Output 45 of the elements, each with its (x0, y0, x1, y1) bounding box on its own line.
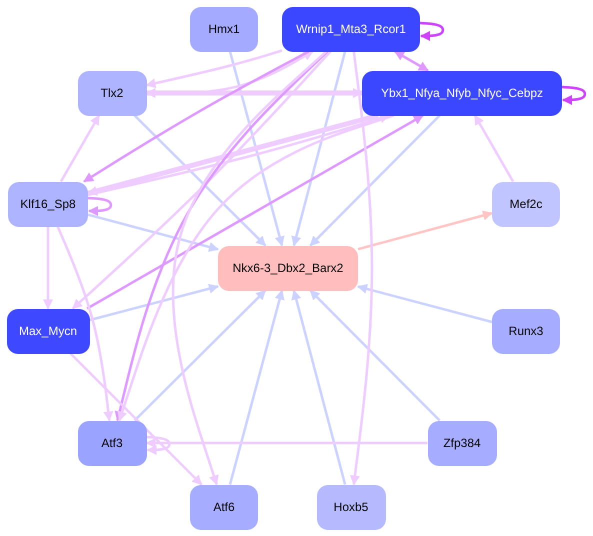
arrow (358, 210, 493, 250)
arrow (83, 50, 310, 183)
arrow (114, 50, 328, 422)
arrow (228, 290, 284, 485)
arrow (89, 284, 219, 322)
gene-box: Klf16_Sp8 (8, 182, 88, 226)
self-loop-arrow (562, 86, 586, 105)
gene-box: Runx3 (492, 308, 560, 354)
arrow (60, 114, 100, 182)
gene-box: Tlx2 (78, 70, 146, 116)
arrow (394, 50, 429, 72)
gene-box: Nkx6-3_Dbx2_Barx2 (218, 246, 358, 290)
self-loop-arrow (420, 22, 444, 41)
arrow (117, 114, 394, 422)
gene-box: Wrnip1_Mta3_Rcor1 (282, 6, 420, 52)
gene-box: Hmx1 (190, 6, 258, 52)
self-loop-arrow (146, 436, 171, 455)
arrow (134, 290, 266, 422)
arrow (291, 290, 346, 485)
arrow (146, 88, 363, 98)
gene-box: Max_Mycn (6, 308, 90, 354)
arrow (309, 290, 441, 422)
arrow (474, 114, 514, 182)
arrow (134, 114, 266, 246)
arrow (72, 50, 332, 310)
gene-box: Zfp384 (428, 420, 496, 466)
arrow (350, 51, 374, 486)
arrow (309, 114, 441, 246)
arrow (70, 352, 202, 486)
arrow (88, 213, 219, 252)
gene-box: Mef2c (492, 182, 560, 226)
arrow (43, 226, 53, 310)
self-loop-arrow (88, 196, 112, 216)
arrow (357, 284, 492, 324)
arrow (56, 226, 114, 422)
gene-box: Atf3 (78, 420, 146, 466)
gene-box: Atf6 (190, 484, 258, 530)
gene-box: Ybx1_Nfya_Nfyb_Nfyc_Cebpz (362, 70, 562, 116)
arrow (146, 438, 428, 448)
arrow (146, 49, 282, 88)
arrow (86, 114, 424, 310)
arrow (172, 50, 328, 486)
arrow (291, 51, 346, 246)
gene-box: Hoxb5 (316, 484, 386, 530)
arrow (228, 51, 284, 246)
